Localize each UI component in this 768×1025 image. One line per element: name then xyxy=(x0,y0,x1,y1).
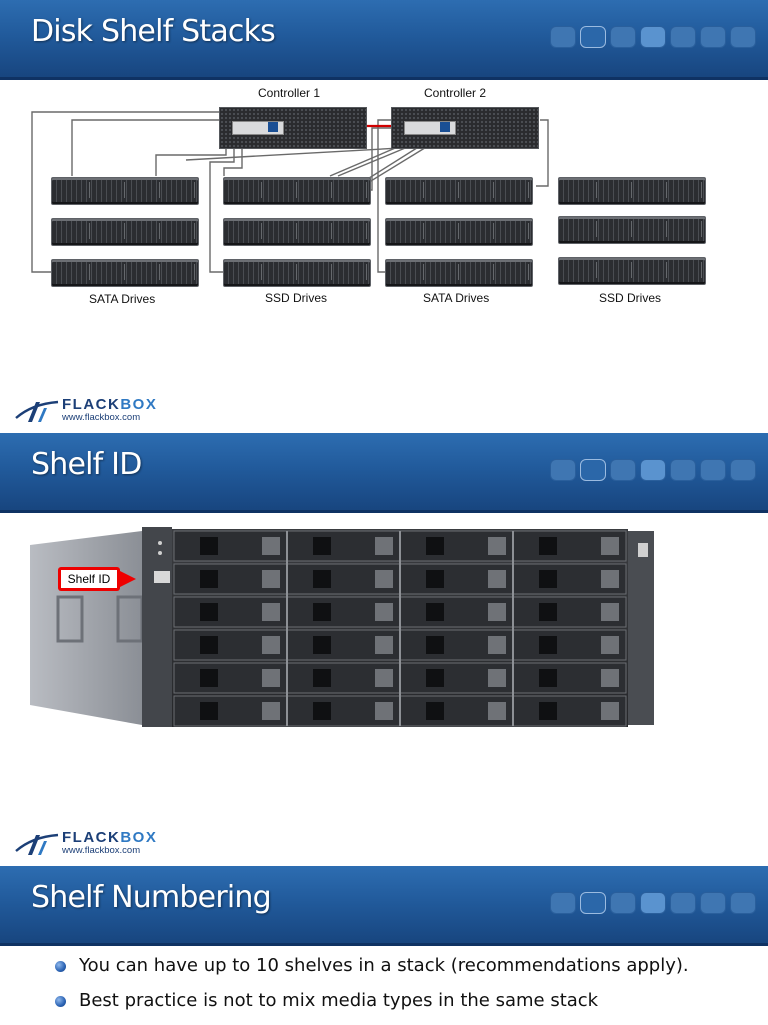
nav-dot xyxy=(550,892,576,914)
nav-dot xyxy=(580,892,606,914)
bullet-icon xyxy=(55,961,66,972)
disk-shelf xyxy=(558,216,706,244)
title-banner: Shelf ID xyxy=(0,433,768,513)
nav-dot xyxy=(550,459,576,481)
shelf-id-callout: Shelf ID xyxy=(58,567,120,591)
logo-name-part1: FLACK xyxy=(62,396,121,414)
nav-dots xyxy=(550,26,756,48)
nav-dots xyxy=(550,892,756,914)
controller-2 xyxy=(391,107,539,149)
title-banner: Disk Shelf Stacks xyxy=(0,0,768,80)
logo-name-part2: BOX xyxy=(120,829,158,847)
nav-dot xyxy=(670,892,696,914)
logo-url: www.flackbox.com xyxy=(62,412,141,424)
callout-label: Shelf ID xyxy=(61,570,117,588)
disk-shelf xyxy=(558,177,706,205)
disk-shelf xyxy=(558,257,706,285)
nav-dot xyxy=(640,459,666,481)
netapp-logo-icon xyxy=(440,122,450,132)
slide-title: Shelf Numbering xyxy=(31,880,272,915)
nav-dot xyxy=(640,26,666,48)
netapp-logo-icon xyxy=(268,122,278,132)
controller-1 xyxy=(219,107,367,149)
disk-shelf xyxy=(51,218,199,246)
nav-dot xyxy=(700,892,726,914)
logo-name-part1: FLACK xyxy=(62,829,121,847)
nav-dot xyxy=(610,26,636,48)
nav-dot xyxy=(700,26,726,48)
nav-dot xyxy=(580,459,606,481)
disk-shelf xyxy=(223,218,371,246)
nav-dot xyxy=(670,459,696,481)
slide-disk-shelf-stacks: Disk Shelf Stacks Controller 1 Controlle… xyxy=(0,0,768,432)
controller-1-label: Controller 1 xyxy=(258,86,321,100)
bullet-icon xyxy=(55,996,66,1007)
nav-dot xyxy=(730,26,756,48)
slide-title: Disk Shelf Stacks xyxy=(31,14,276,49)
nav-dot xyxy=(580,26,606,48)
logo-url: www.flackbox.com xyxy=(62,845,141,857)
stack-label: SSD Drives xyxy=(265,291,328,305)
stack-label: SATA Drives xyxy=(423,291,490,305)
nav-dots xyxy=(550,459,756,481)
nav-dot xyxy=(670,26,696,48)
disk-shelf xyxy=(385,259,533,287)
nav-dot xyxy=(610,459,636,481)
nav-dot xyxy=(730,459,756,481)
arrow-icon xyxy=(120,571,136,587)
stack-label: SSD Drives xyxy=(599,291,662,305)
disk-shelf xyxy=(51,259,199,287)
nav-dot xyxy=(610,892,636,914)
flackbox-logo-icon xyxy=(15,833,59,855)
bullet-list: You can have up to 10 shelves in a stack… xyxy=(55,955,689,1025)
disk-shelf xyxy=(385,218,533,246)
flackbox-logo: FLACKBOX www.flackbox.com xyxy=(14,396,157,424)
title-banner: Shelf Numbering xyxy=(0,866,768,946)
nav-dot xyxy=(550,26,576,48)
bullet-item: Best practice is not to mix media types … xyxy=(55,990,689,1011)
controller-2-label: Controller 2 xyxy=(424,86,487,100)
disk-shelf xyxy=(51,177,199,205)
disk-shelf xyxy=(223,177,371,205)
disk-shelf xyxy=(385,177,533,205)
nav-dot xyxy=(640,892,666,914)
nav-dot xyxy=(730,892,756,914)
bullet-text: Best practice is not to mix media types … xyxy=(79,990,599,1011)
flackbox-logo-icon xyxy=(15,400,59,422)
slide-shelf-numbering: Shelf Numbering xyxy=(0,866,768,1024)
disk-shelf-image xyxy=(30,527,654,727)
bullet-item: You can have up to 10 shelves in a stack… xyxy=(55,955,689,976)
slide-title: Shelf ID xyxy=(31,447,142,482)
nav-dot xyxy=(700,459,726,481)
flackbox-logo: FLACKBOX www.flackbox.com xyxy=(14,829,157,857)
bullet-text: You can have up to 10 shelves in a stack… xyxy=(79,955,689,976)
cabling-diagram xyxy=(31,111,549,273)
disk-shelf xyxy=(223,259,371,287)
logo-name-part2: BOX xyxy=(120,396,158,414)
stack-label: SATA Drives xyxy=(89,292,156,306)
